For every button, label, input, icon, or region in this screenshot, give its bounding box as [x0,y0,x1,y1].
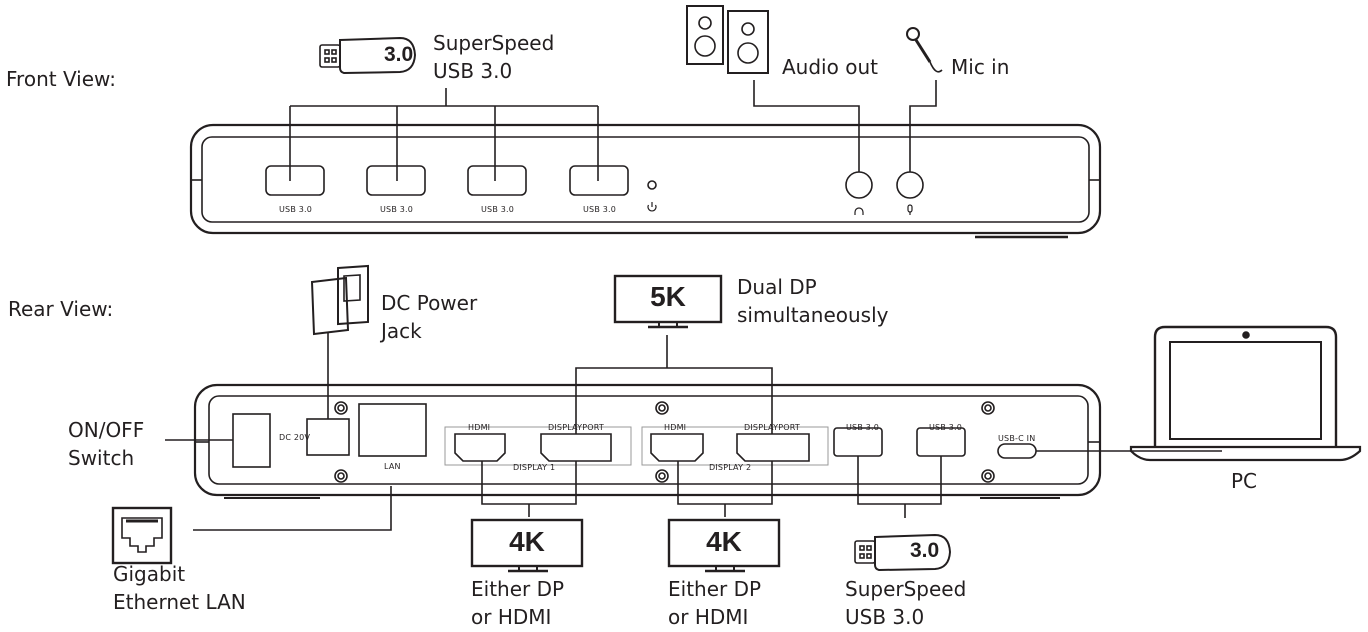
displayport-2 [736,433,810,462]
display-1-group [444,426,632,466]
either-1-label-line1: Either DP [471,577,565,601]
dc-power-label-line2: Jack [381,319,422,343]
front-usb-port-4 [569,165,629,196]
mic-small-icon [907,204,913,213]
front-usb-port-2 [366,165,426,196]
usb-drive-icon-rear [854,533,952,572]
either-2-label-line1: Either DP [668,577,762,601]
either-2-label-line2: or HDMI [668,605,749,629]
front-usb-port-3 [467,165,527,196]
display-1-label: DISPLAY 1 [513,463,556,472]
front-usb-title: SuperSpeed [433,31,555,55]
lan-label-line2: Ethernet LAN [113,590,246,614]
lan-port [358,403,427,457]
front-usb-port-label-4: USB 3.0 [583,205,617,214]
front-usb-subtitle: USB 3.0 [433,59,513,83]
pc-label: PC [1231,469,1258,493]
rear-usb-label-1: USB 3.0 [846,423,880,432]
hdmi-1-label: HDMI [468,423,491,432]
either-1-label-line2: or HDMI [471,605,552,629]
front-dock-panel [201,136,1090,223]
rear-screws [334,401,995,483]
monitor-4k-1-icon [470,518,584,573]
rear-view-label: Rear View: [8,297,114,321]
dc-power-adapter-icon [310,264,369,336]
display-2-label: DISPLAY 2 [709,463,752,472]
switch-label-line1: ON/OFF [68,418,145,442]
display-2-group [641,426,829,466]
laptop-icon [1129,325,1362,462]
power-icon [647,204,657,212]
dual-dp-label-line2: simultaneously [737,303,889,327]
lan-label-line1: Gigabit [113,562,186,586]
on-off-switch [232,413,271,468]
monitor-5k-label: 5K [650,281,686,312]
audio-out-jack [845,171,873,199]
dual-dp-label-line1: Dual DP [737,275,817,299]
front-usb-port-label-3: USB 3.0 [481,205,515,214]
usb-icon-text-rear: 3.0 [910,539,940,562]
monitor-4k-2-label: 4K [706,526,742,557]
front-usb-port-label-1: USB 3.0 [279,205,313,214]
rear-usb-subtitle: USB 3.0 [845,605,925,629]
dp-1-label: DISPLAYPORT [548,423,604,432]
usb-c-label: USB-C IN [998,434,1036,443]
microphone-icon [906,27,943,73]
mic-in-label: Mic in [951,55,1010,79]
ethernet-icon [111,506,173,565]
front-view-label: Front View: [6,67,117,91]
front-usb-port-1 [265,165,325,196]
usb-c-in-port [997,443,1037,459]
power-led [647,180,657,190]
monitor-4k-2-icon [667,518,781,573]
mic-in-jack [896,171,924,199]
lan-port-label: LAN [384,462,401,471]
headphone-icon [854,207,864,215]
switch-label-line2: Switch [68,446,135,470]
dc-power-label-line1: DC Power [381,291,478,315]
hdmi-port-2 [650,433,704,462]
displayport-1 [540,433,612,462]
monitor-5k-icon [613,274,723,329]
dc-jack-port [306,418,350,456]
rear-usb-label-2: USB 3.0 [929,423,963,432]
speakers-icon [686,5,769,74]
dp-2-label: DISPLAYPORT [744,423,800,432]
rear-usb-title: SuperSpeed [845,577,967,601]
usb-drive-icon-front [319,36,417,75]
usb-icon-text-front: 3.0 [384,43,414,66]
dc-port-label: DC 20V [279,433,311,442]
hdmi-port-1 [454,433,506,462]
hdmi-2-label: HDMI [664,423,687,432]
audio-out-label: Audio out [782,55,878,79]
front-usb-port-label-2: USB 3.0 [380,205,414,214]
monitor-4k-1-label: 4K [509,526,545,557]
front-dock-outline [189,123,1102,235]
